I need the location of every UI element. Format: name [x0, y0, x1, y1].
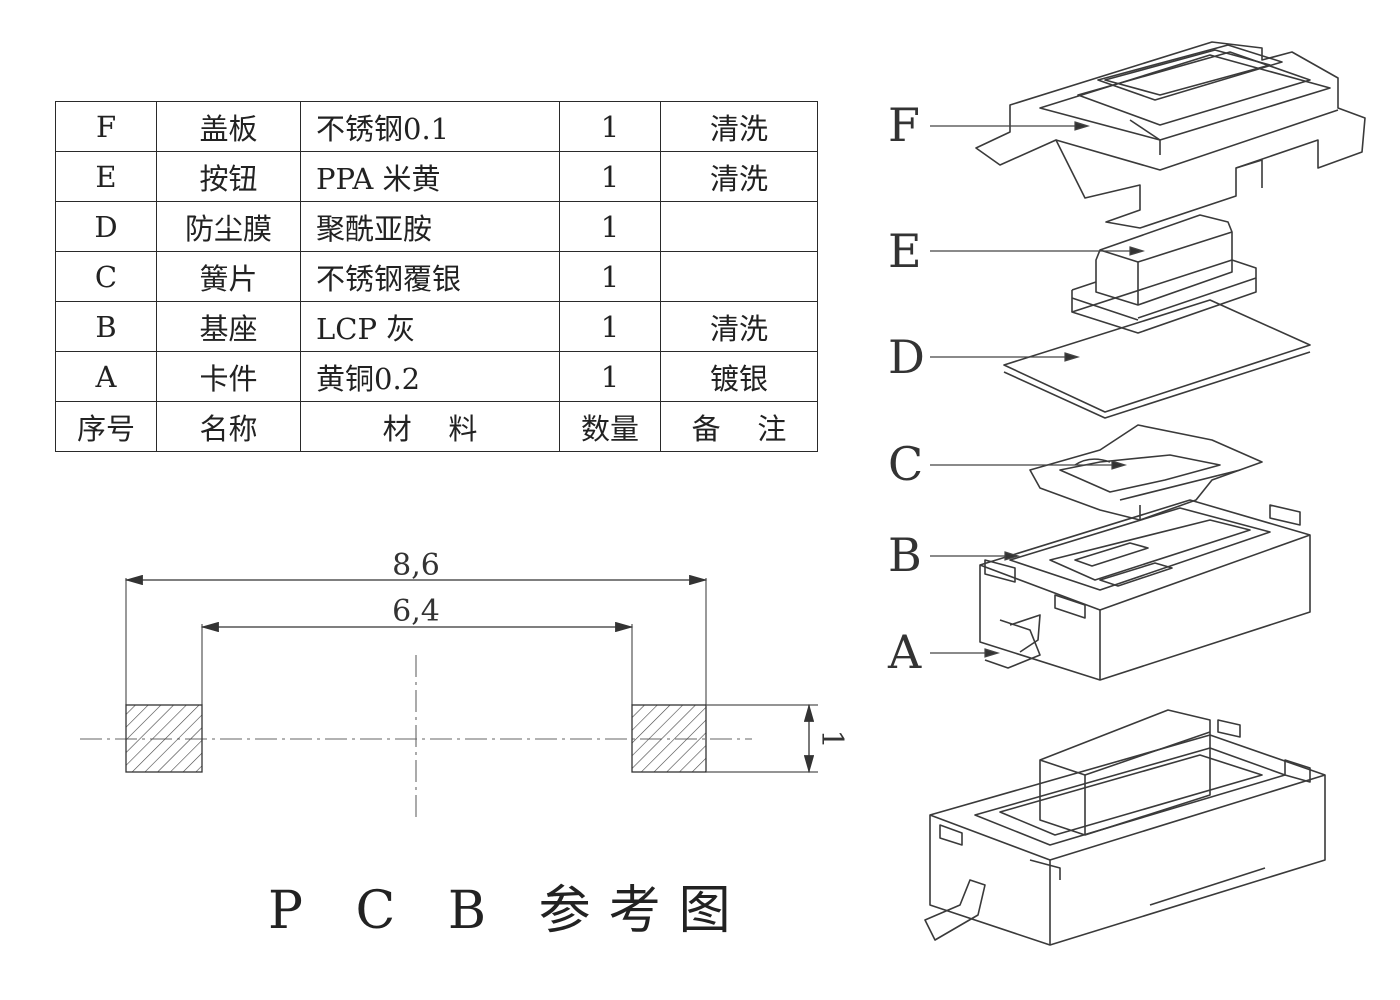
row-id: C	[55, 251, 157, 302]
row-name: 基座	[156, 301, 301, 352]
row-name: 簧片	[156, 251, 301, 302]
pcb-footprint-drawing: 8,6 6,4 1	[80, 548, 849, 820]
header-name: 名称	[156, 401, 301, 452]
table-row: A 卡件 黄铜0.2 1 镀银	[55, 351, 818, 402]
row-note	[660, 251, 818, 302]
part-c-spring	[1029, 424, 1263, 521]
dim-inner-label: 6,4	[392, 594, 440, 629]
part-label-a: A	[888, 625, 922, 679]
row-material: LCP 灰	[300, 301, 560, 352]
exploded-view-drawing	[924, 41, 1366, 946]
dim-height-label: 1	[814, 729, 849, 748]
table-row: F 盖板 不锈钢0.1 1 清洗	[55, 101, 818, 152]
table-row: E 按钮 PPA 米黄 1 清洗	[55, 151, 818, 202]
table-header-row: 序号 名称 材 料 数量 备 注	[55, 401, 818, 452]
part-e-button	[1071, 214, 1257, 334]
row-note	[660, 201, 818, 252]
table-row: B 基座 LCP 灰 1 清洗	[55, 301, 818, 352]
part-label-b: B	[888, 528, 922, 582]
row-note: 清洗	[660, 301, 818, 352]
pcb-title: P C B 参考图	[268, 881, 749, 941]
row-note: 镀银	[660, 351, 818, 402]
pcb-pad-left	[125, 704, 203, 773]
row-name: 按钮	[156, 151, 301, 202]
assembled-switch	[924, 709, 1326, 946]
row-id: F	[55, 101, 157, 152]
row-material: 聚酰亚胺	[300, 201, 560, 252]
row-name: 防尘膜	[156, 201, 301, 252]
part-label-f: F	[888, 98, 920, 152]
row-id: E	[55, 151, 157, 202]
header-material: 材 料	[300, 401, 560, 452]
header-note: 备 注	[660, 401, 818, 452]
row-qty: 1	[559, 201, 661, 252]
row-material: 黄铜0.2	[300, 351, 560, 402]
row-id: A	[55, 351, 157, 402]
table-row: D 防尘膜 聚酰亚胺 1	[55, 201, 818, 252]
pcb-pad-right	[631, 704, 707, 773]
bom-table: F 盖板 不锈钢0.1 1 清洗 E 按钮 PPA 米黄 1 清洗 D 防尘膜 …	[55, 101, 818, 452]
header-qty: 数量	[559, 401, 661, 452]
row-id: D	[55, 201, 157, 252]
row-material: 不锈钢覆银	[300, 251, 560, 302]
row-qty: 1	[559, 301, 661, 352]
part-d-film	[1003, 299, 1311, 419]
row-qty: 1	[559, 101, 661, 152]
dim-outer-label: 8,6	[392, 548, 440, 583]
row-name: 卡件	[156, 351, 301, 402]
row-qty: 1	[559, 351, 661, 402]
header-id: 序号	[55, 401, 157, 452]
row-material: PPA 米黄	[300, 151, 560, 202]
row-qty: 1	[559, 151, 661, 202]
part-label-d: D	[888, 330, 925, 384]
row-material: 不锈钢0.1	[300, 101, 560, 152]
table-row: C 簧片 不锈钢覆银 1	[55, 251, 818, 302]
part-f-cover	[975, 41, 1366, 229]
row-note: 清洗	[660, 151, 818, 202]
part-label-e: E	[888, 224, 922, 278]
row-note: 清洗	[660, 101, 818, 152]
part-b-base	[979, 499, 1311, 681]
row-qty: 1	[559, 251, 661, 302]
row-name: 盖板	[156, 101, 301, 152]
part-label-c: C	[888, 437, 924, 491]
row-id: B	[55, 301, 157, 352]
